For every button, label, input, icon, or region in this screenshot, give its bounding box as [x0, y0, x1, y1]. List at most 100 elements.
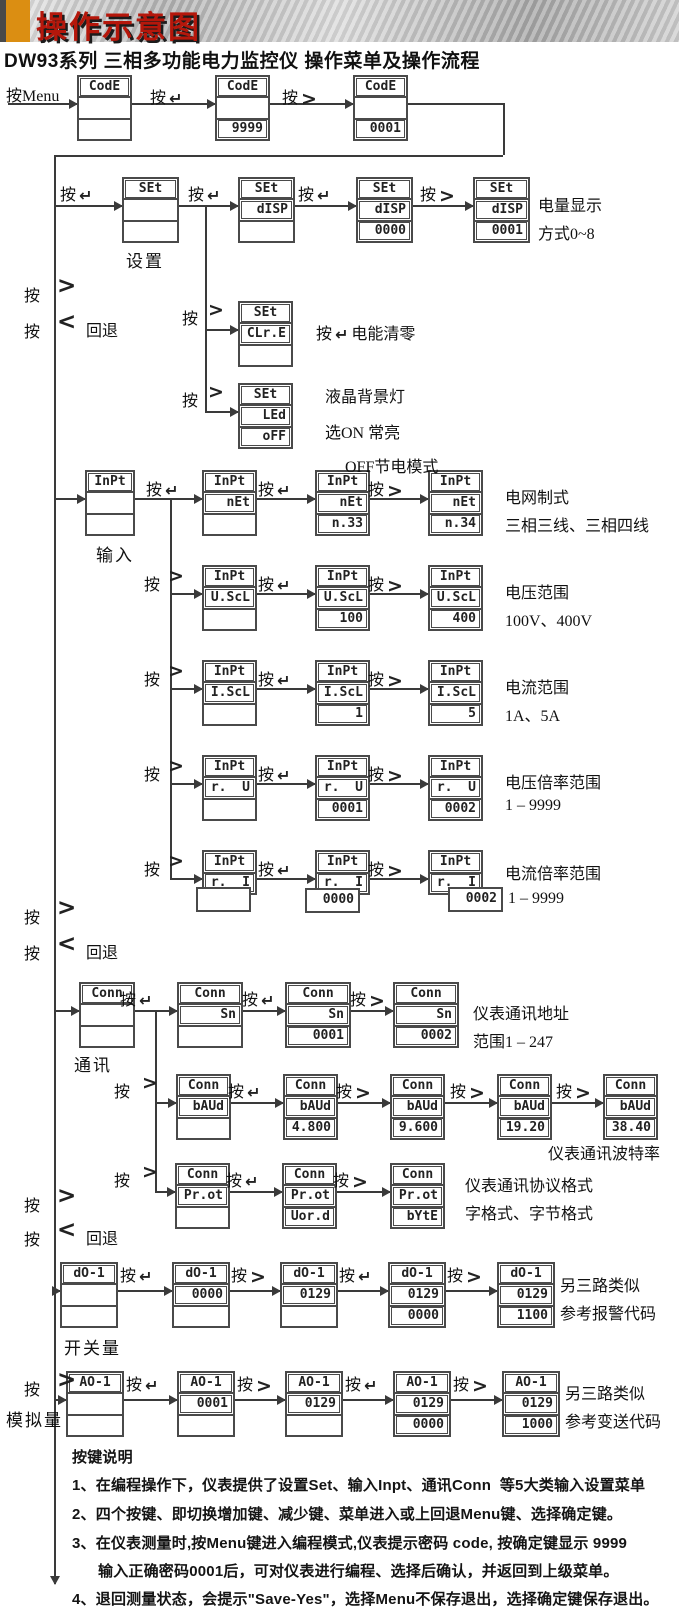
label-text: 按	[333, 1173, 350, 1190]
key-enter: 按↵	[258, 761, 290, 785]
display-cell: Conn	[499, 1076, 550, 1095]
flow-connector	[170, 783, 202, 785]
page-title: 操作示意图	[36, 10, 201, 45]
label-text: 按	[368, 862, 385, 879]
key-next: 按>	[450, 1078, 485, 1103]
segment-text: InPt	[318, 472, 367, 491]
key-press: 按	[144, 761, 160, 785]
display-cell	[87, 512, 133, 534]
display-box: Conn	[79, 982, 135, 1048]
segment-text: AO-1	[505, 1373, 557, 1392]
display-cell: SEt	[240, 303, 291, 322]
label-text: 选ON 常亮	[325, 425, 401, 442]
display-cell: InPt	[87, 472, 133, 491]
label-text: 按	[420, 187, 437, 204]
segment-text: 38.40	[606, 1119, 655, 1138]
label-text: 按	[258, 672, 275, 689]
label-text: 按	[450, 1084, 467, 1101]
arrowhead-icon	[307, 874, 316, 884]
display-cell: U.ScL	[317, 586, 368, 607]
annotation: 选ON 常亮	[325, 419, 400, 443]
segment-text: InPt	[431, 757, 480, 776]
key-enter: 按↵	[150, 84, 182, 108]
segment-text: 0129	[283, 1285, 335, 1304]
display-cell: AO-1	[504, 1373, 558, 1392]
arrowhead-icon	[77, 494, 86, 504]
key-symbol: >	[168, 755, 184, 777]
key-symbol: >	[466, 1266, 482, 1288]
key-next: 按>	[333, 1167, 368, 1192]
key-symbol: <	[57, 309, 77, 335]
display-cell	[204, 797, 255, 819]
arrowhead-icon	[50, 1576, 60, 1585]
flow-connector	[230, 1191, 282, 1193]
key-symbol: ↵	[277, 861, 291, 880]
arrowhead-icon	[420, 589, 429, 599]
key-symbol: >	[168, 565, 184, 587]
label-text: 按	[120, 992, 137, 1009]
annotation: 电压范围	[505, 579, 569, 603]
label-text: 按Menu	[6, 88, 60, 105]
display-cell: AO-1	[287, 1373, 341, 1392]
flow-connector	[257, 783, 315, 785]
arrowhead-icon	[277, 1395, 286, 1405]
key-enter: 按↵	[258, 571, 290, 595]
notes-title: 按键说明	[72, 1449, 133, 1466]
flow-connector	[155, 1191, 175, 1193]
segment-text: 0001	[288, 1027, 348, 1046]
key-press: 按	[24, 1376, 40, 1400]
label-text: 按	[453, 1377, 470, 1394]
label-text: 另三路类似	[560, 1278, 641, 1295]
segment-text: bAUd	[179, 1097, 228, 1116]
annotation: 字格式、字节格式	[465, 1200, 593, 1224]
segment-text: 1100	[500, 1307, 552, 1326]
flow-connector	[370, 688, 428, 690]
display-cell	[68, 1392, 122, 1413]
label-text: 电流倍率范围	[505, 866, 602, 883]
key-symbol: ↵	[335, 325, 349, 344]
display-cell: I.ScL	[204, 681, 255, 702]
display-cell: U.ScL	[430, 586, 481, 607]
display-cell: 0001	[179, 1392, 233, 1413]
key-symbol: ↵	[145, 1376, 159, 1395]
key-symbol: >	[208, 299, 224, 321]
segment-text: 400	[431, 610, 480, 629]
display-cell: dO-1	[62, 1264, 116, 1283]
arrowhead-icon	[380, 1286, 389, 1296]
segment-text: Conn	[393, 1165, 442, 1184]
segment-text: AO-1	[396, 1373, 448, 1392]
arrowhead-icon	[194, 494, 203, 504]
display-cell: dISP	[240, 198, 293, 219]
flow-connector	[295, 205, 356, 207]
label-text: 按	[336, 1084, 353, 1101]
arrowhead-icon	[230, 201, 239, 211]
segment-text: InPt	[318, 852, 367, 871]
display-cell: 9999	[217, 117, 268, 139]
label-text: 按	[368, 482, 385, 499]
display-cell: SEt	[240, 385, 291, 404]
display-cell: AO-1	[395, 1373, 449, 1392]
key-symbol: ↵	[245, 1172, 259, 1191]
label-text: 按	[144, 767, 161, 784]
display-cell: InPt	[204, 567, 255, 586]
segment-text: n.33	[318, 515, 367, 534]
label-text: 按	[368, 767, 385, 784]
key-next-symbol: >	[57, 1185, 76, 1208]
flow-connector	[179, 205, 238, 207]
display-box: SEt	[122, 177, 179, 243]
display-cell: 0000	[395, 1413, 449, 1435]
note-line: 3、在仪表测量时,按Menu键进入编程模式,仪表提示密码 code, 按确定键显…	[72, 1535, 628, 1552]
segment-text: SEt	[125, 179, 176, 198]
display-cell: 1000	[504, 1413, 558, 1435]
display-cell	[124, 219, 177, 241]
display-cell: 9.600	[392, 1116, 443, 1138]
flow-connector	[135, 498, 202, 500]
key-enter: 按↵	[339, 1262, 371, 1286]
display-cell: 0129	[504, 1392, 558, 1413]
label-text: 按	[368, 672, 385, 689]
display-cell: bAUd	[499, 1095, 550, 1116]
segment-text: dO-1	[500, 1264, 552, 1283]
segment-text: SEt	[241, 303, 290, 322]
